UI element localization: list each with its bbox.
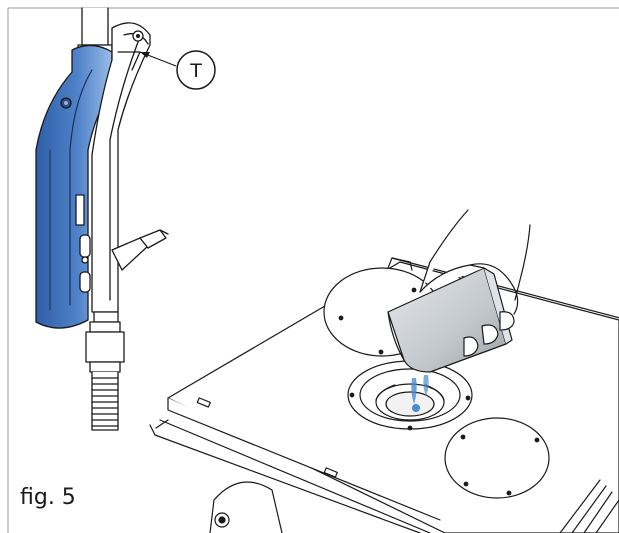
finger-3	[499, 311, 515, 331]
callout-t-label: T	[189, 60, 202, 82]
motor-below	[209, 481, 283, 533]
figure-caption: fig. 5	[20, 485, 76, 510]
hand-with-cup	[387, 209, 531, 373]
handle-main-tube	[91, 22, 151, 313]
water-stream	[411, 375, 429, 412]
forearm	[419, 209, 469, 293]
finger-1	[463, 336, 479, 357]
callout-t: T	[139, 50, 216, 90]
finger-2	[481, 324, 499, 345]
filler-opening	[347, 359, 473, 431]
corrugated-hose	[91, 371, 119, 431]
handle-top-pipe	[81, 7, 109, 46]
machine-top-illustration	[149, 257, 619, 533]
fan-grille	[559, 479, 619, 533]
cover-disc-right	[444, 417, 550, 499]
blue-grip-cover	[35, 44, 113, 329]
hose-handle-illustration	[35, 7, 169, 431]
frame-border	[7, 7, 619, 533]
callout-t-circle	[176, 50, 216, 90]
